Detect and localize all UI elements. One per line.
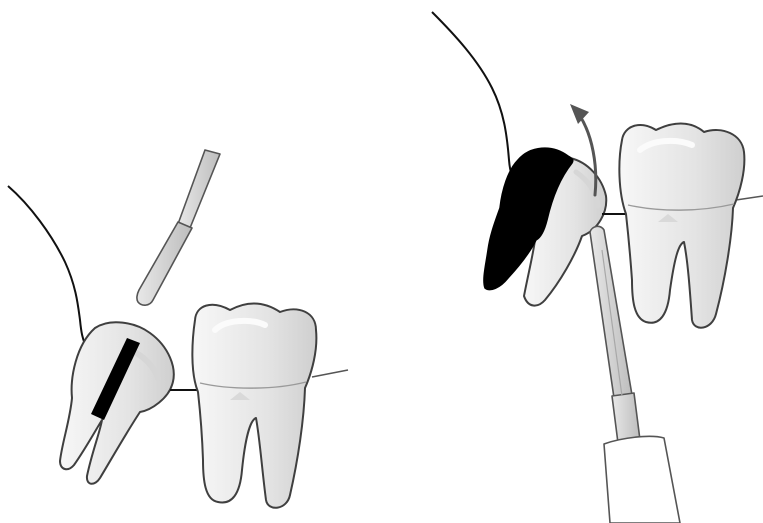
gum-line [432, 12, 520, 185]
adjacent-molar [192, 304, 316, 508]
adjacent-molar [619, 124, 744, 328]
elevator-handle [604, 436, 680, 523]
arrow-head [570, 104, 589, 124]
adjacent-molar-body [192, 304, 316, 508]
bone-line [312, 370, 348, 377]
bur-instrument [137, 150, 220, 305]
bone-line [736, 196, 763, 200]
right-panel [432, 12, 763, 523]
elevator-ferrule [612, 393, 640, 443]
impacted-tooth-body [60, 322, 174, 483]
impacted-tooth [60, 322, 174, 483]
left-panel [8, 150, 348, 508]
gum-line [8, 186, 88, 350]
bur-shaft [178, 150, 220, 228]
adjacent-molar-body [619, 124, 744, 328]
bur-tip [137, 222, 192, 305]
